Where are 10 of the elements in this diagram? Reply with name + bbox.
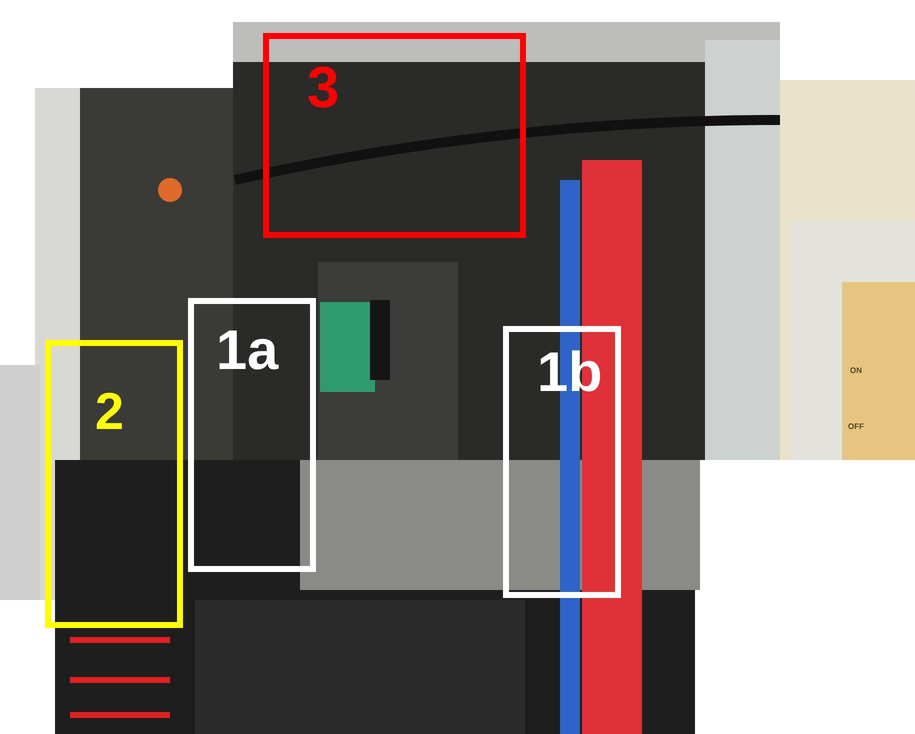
callout-number: 2 xyxy=(95,386,124,438)
callout-number: 3 xyxy=(307,59,340,117)
switch-label: ON xyxy=(850,366,862,375)
callout-number: 1a xyxy=(216,322,278,378)
callout-frame xyxy=(263,33,526,238)
callout-number: 1b xyxy=(537,344,602,400)
callout-frame xyxy=(45,340,183,628)
switch-label: OFF xyxy=(848,422,864,431)
callout-frame xyxy=(503,326,621,598)
callout-frame xyxy=(188,298,316,572)
